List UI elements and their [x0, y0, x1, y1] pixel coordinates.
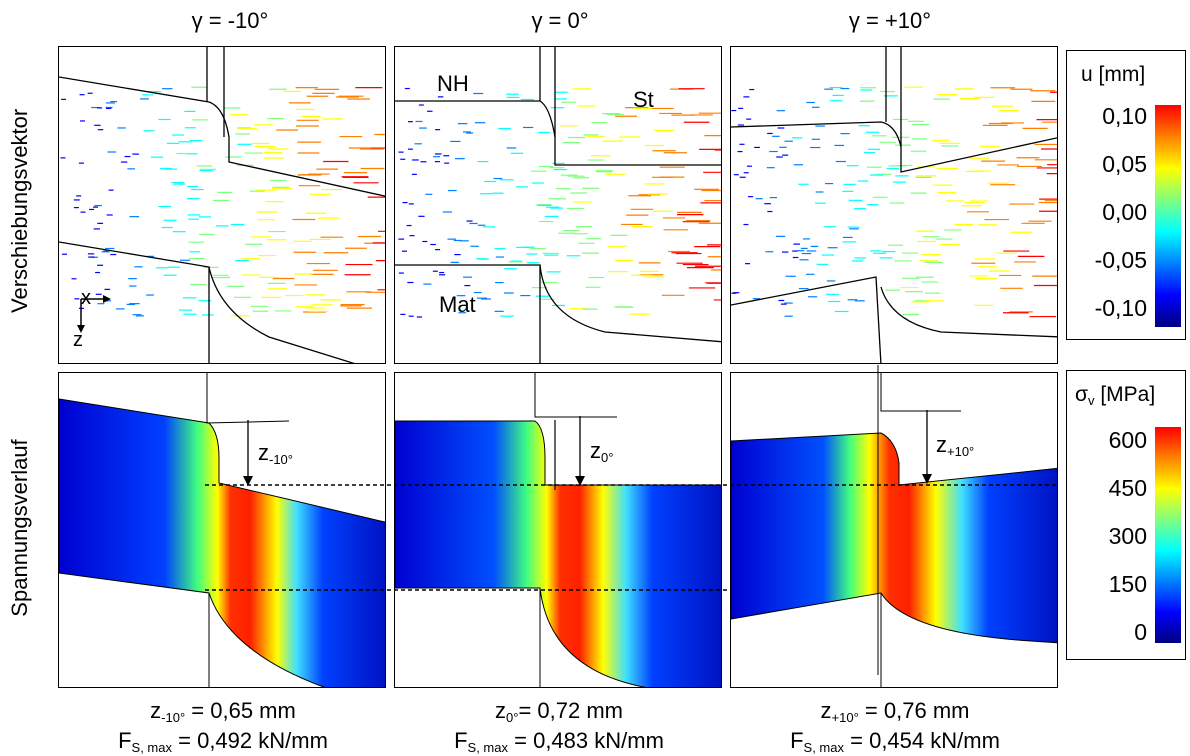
colorbar-stress [1155, 427, 1181, 643]
legend-stress: σv [MPa] 600 450 300 150 0 [1066, 370, 1186, 660]
caption-f-pos10: FS, max = 0,454 kN/mm [790, 728, 1000, 755]
legend-s-tick: 300 [1108, 523, 1147, 549]
column-title-0: γ = 0° [531, 8, 589, 33]
legend-s-tick: 450 [1108, 475, 1147, 501]
vector-field-pos10 [731, 47, 1057, 363]
stress-field-neg10 [59, 373, 385, 687]
stress-field-0 [395, 373, 721, 687]
legend-displacement: u [mm] 0,10 0,05 0,00 -0,05 -0,10 [1066, 50, 1186, 340]
legend-s-title: σv [MPa] [1075, 383, 1156, 408]
legend-u-tick: 0,05 [1102, 151, 1147, 177]
legend-u-tick: -0,10 [1094, 295, 1147, 321]
panel-stress-0 [394, 372, 722, 688]
axis-z-label: z [73, 329, 83, 351]
panel-displacement-pos10 [730, 46, 1058, 364]
caption-z-0: z0°= 0,72 mm [495, 698, 623, 725]
panel-displacement-neg10: x z [58, 46, 386, 364]
panel-stress-pos10 [730, 372, 1058, 688]
label-mat: Mat [439, 292, 476, 317]
label-st: St [633, 87, 654, 112]
caption-f-0: FS, max = 0,483 kN/mm [454, 728, 664, 755]
z-label-0: z0° [590, 438, 614, 465]
column-title-pos10: γ = +10° [848, 8, 932, 33]
legend-s-tick: 150 [1108, 571, 1147, 597]
legend-u-title: u [mm] [1081, 63, 1146, 86]
z-label-pos10: z+10° [936, 432, 975, 459]
column-title-neg10: γ = -10° [191, 8, 269, 33]
axis-x-label: x [81, 287, 91, 309]
stress-field-pos10 [731, 373, 1057, 687]
caption-z-pos10: z+10° = 0,76 mm [820, 698, 970, 725]
legend-u-tick: 0,00 [1102, 199, 1147, 225]
vector-arrows-0 [398, 87, 721, 318]
vector-field-0 [395, 47, 721, 363]
vector-field-neg10 [59, 47, 385, 363]
row-label-displacement: Verschiebungsvektor [7, 108, 32, 313]
panel-displacement-0: NH St Mat [394, 46, 722, 364]
colorbar-displacement [1155, 105, 1181, 327]
legend-s-tick: 0 [1134, 619, 1147, 645]
legend-u-tick: -0,05 [1094, 247, 1147, 273]
legend-u-tick: 0,10 [1102, 103, 1147, 129]
z-label-neg10: z-10° [258, 440, 293, 467]
vector-arrows-neg10 [60, 86, 385, 317]
legend-s-tick: 600 [1108, 427, 1147, 453]
row-label-stress: Spannungsverlauf [7, 439, 32, 617]
axis-glyph-icon [77, 295, 111, 333]
caption-z-neg10: z-10° = 0,65 mm [150, 698, 296, 725]
caption-f-neg10: FS, max = 0,492 kN/mm [118, 728, 328, 755]
panel-stress-neg10 [58, 372, 386, 688]
vector-arrows-pos10 [731, 86, 1057, 318]
label-nh: NH [437, 71, 469, 96]
